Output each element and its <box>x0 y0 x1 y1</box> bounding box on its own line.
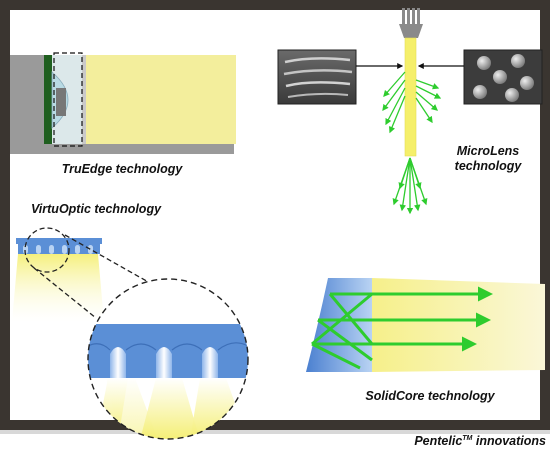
brand-tagline: innovations <box>472 434 546 448</box>
truedge-detail-box <box>53 52 83 147</box>
solidcore-illustration <box>306 278 545 372</box>
virtuoptic-beam <box>12 254 104 322</box>
virtuoptic-zoom-view <box>88 279 248 439</box>
microlens-label-line2: technology <box>455 159 523 173</box>
virtuoptic-guide-top <box>16 238 102 244</box>
frame-shadow <box>0 430 550 434</box>
truedge-label: TruEdge technology <box>62 162 184 176</box>
virtuoptic-label: VirtuOptic technology <box>31 202 162 216</box>
comb-tine <box>412 8 415 24</box>
truedge-edge <box>82 55 86 144</box>
virtuoptic-zoom-circle <box>87 278 249 440</box>
truedge-housing <box>10 55 44 154</box>
solidcore-light-output <box>372 278 545 372</box>
virtuoptic-illustration <box>12 227 249 440</box>
comb-tine <box>407 8 410 24</box>
truedge-led-chip <box>56 88 66 116</box>
outer-frame <box>0 0 550 430</box>
truedge-illustration <box>10 52 236 154</box>
truedge-pcb <box>44 55 52 144</box>
virtuoptic-guide-body <box>18 244 100 254</box>
virtuoptic-detail-circle <box>24 227 70 273</box>
brand-trademark: TM <box>462 435 472 442</box>
brand-footer: PentelicTM innovations <box>414 434 546 448</box>
truedge-light-panel <box>86 55 236 144</box>
comb-tine <box>417 8 420 24</box>
brand-name: Pentelic <box>414 434 462 448</box>
microlens-label-line1: MicroLens <box>457 144 520 158</box>
microlens-light-guide <box>404 37 417 157</box>
truedge-base <box>34 144 234 154</box>
solidcore-label: SolidCore technology <box>365 389 495 403</box>
microlens-illustration <box>277 8 543 215</box>
comb-tine <box>402 8 405 24</box>
comb-holder <box>399 24 423 38</box>
